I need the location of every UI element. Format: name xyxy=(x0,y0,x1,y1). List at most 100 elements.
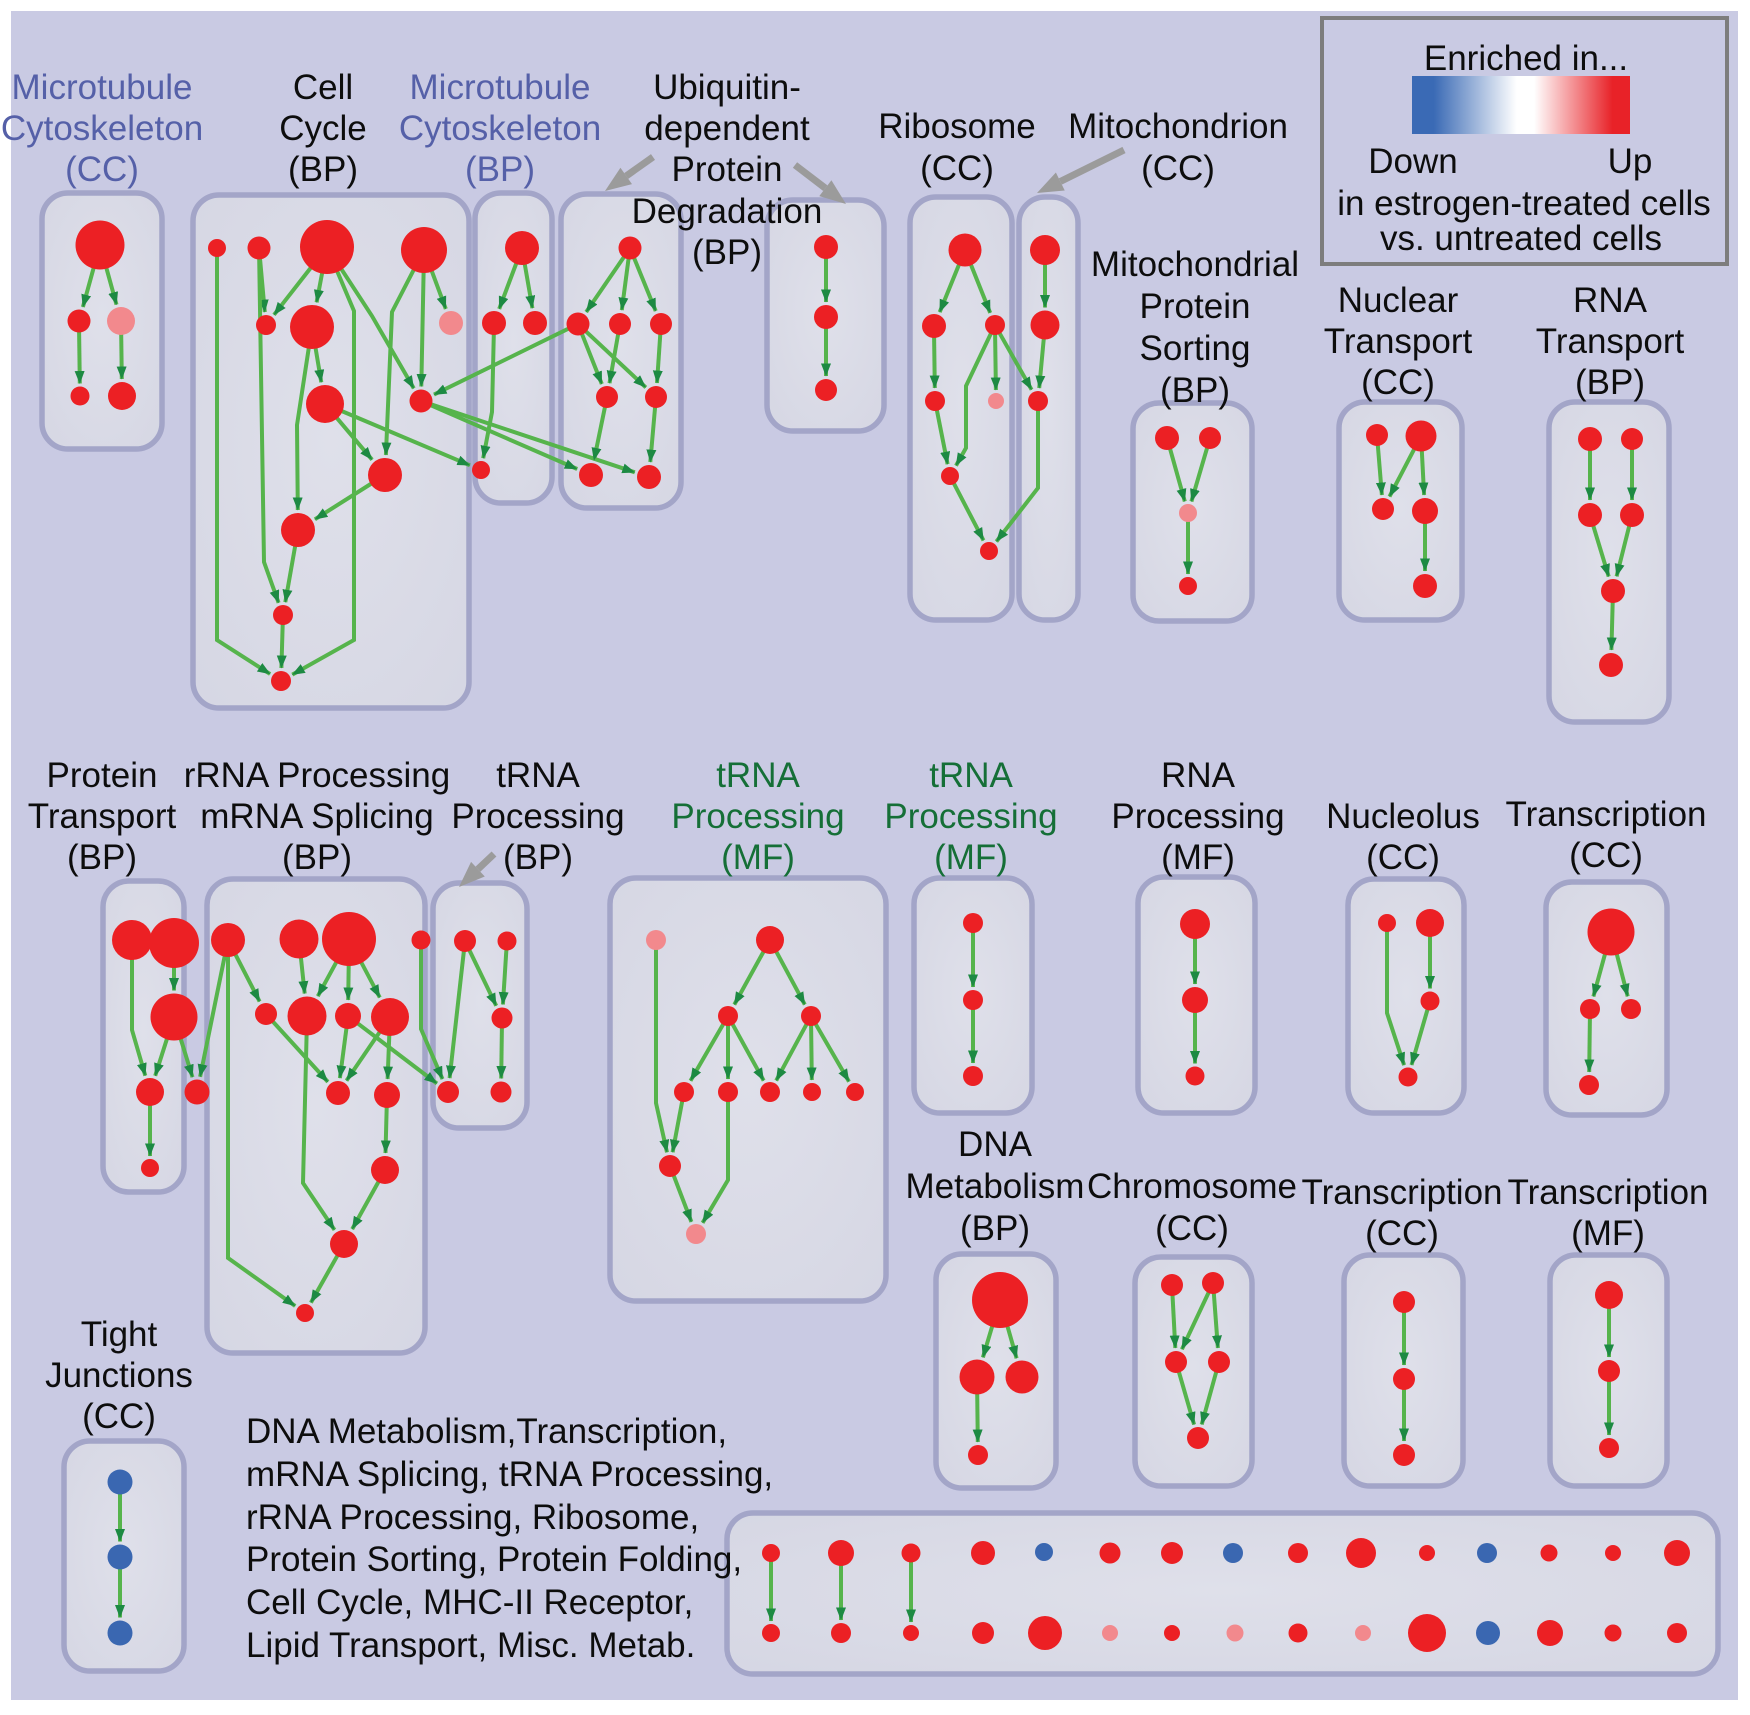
edge-m4-m8 xyxy=(806,1024,817,1081)
node-cc-k xyxy=(281,513,315,547)
edge-mc1-mc2 xyxy=(80,267,96,308)
edge-r13-r14 xyxy=(309,1254,340,1304)
edge-r8-r9 xyxy=(344,1030,382,1082)
edge-mc1-mc3 xyxy=(104,267,119,306)
node-m10 xyxy=(659,1155,681,1177)
node-r3 xyxy=(322,912,376,966)
node-tcc xyxy=(1621,999,1641,1019)
pointer-ubiquitin-right-icon xyxy=(792,162,846,204)
edge-ms2-ms3 xyxy=(1189,447,1210,503)
edge-rb3-mt3 xyxy=(997,331,1034,391)
node-bb3 xyxy=(903,1625,919,1641)
edge-cc-j-cc-k xyxy=(313,481,373,521)
node-d4 xyxy=(968,1445,988,1465)
node-bt1 xyxy=(762,1544,780,1562)
node-bt14 xyxy=(1605,1545,1621,1561)
edge-cc-b-cc-l xyxy=(257,258,281,604)
edge-r3-r7 xyxy=(343,964,354,1001)
edge-pt3-gap xyxy=(178,1037,195,1078)
edge-r5-r9 xyxy=(271,1020,330,1084)
node-cc-e xyxy=(256,315,276,335)
legend-up-label: Up xyxy=(1608,142,1653,181)
node-t5 xyxy=(490,1081,512,1103)
edge-r1-gap xyxy=(197,955,227,1078)
node-rb6 xyxy=(941,467,959,485)
node-x2 xyxy=(1393,1368,1415,1390)
pointer-arrows-layer xyxy=(459,146,1126,887)
node-cc-a xyxy=(208,239,226,257)
node-r10 xyxy=(374,1082,400,1108)
edge-cc-c-cc-f xyxy=(313,272,325,303)
node-bt9 xyxy=(1288,1543,1308,1563)
node-x3 xyxy=(1393,1444,1415,1466)
edge-r4-t4 xyxy=(419,948,445,1080)
node-r4 xyxy=(411,930,431,950)
edge-m5-m10 xyxy=(670,1100,685,1153)
node-p3 xyxy=(1185,1066,1205,1086)
node-v2 xyxy=(814,305,838,329)
node-tj3 xyxy=(107,1620,133,1646)
edge-t2-t3 xyxy=(498,949,509,1005)
pointer-ubiquitin-left-icon xyxy=(605,154,656,191)
edge-cc-c-cc-e xyxy=(272,266,313,317)
node-d2 xyxy=(959,1359,995,1395)
node-mt2 xyxy=(1030,310,1060,340)
edge-u3l-ubl xyxy=(591,406,607,461)
node-bt13 xyxy=(1540,1544,1558,1562)
node-bb8 xyxy=(1226,1624,1244,1642)
edge-cc-i-ubl xyxy=(429,403,578,471)
node-r14 xyxy=(296,1304,314,1322)
node-mc3 xyxy=(107,307,135,335)
cluster-box-transcription-cc-1 xyxy=(1543,879,1670,1118)
node-tj1 xyxy=(107,1469,133,1495)
node-ubl xyxy=(579,463,603,487)
edge-cc-d-cc-i xyxy=(416,271,427,387)
node-tj2 xyxy=(107,1544,133,1570)
edge-nu3-nu4 xyxy=(1409,1008,1430,1066)
edge-ch1-ch3 xyxy=(1169,1294,1180,1349)
edge-cc-f-cc-k xyxy=(292,347,311,511)
node-r7 xyxy=(335,1003,361,1029)
cluster-box-rna-transport xyxy=(1546,399,1672,725)
node-m3 xyxy=(718,1006,738,1026)
node-rt3 xyxy=(1578,503,1602,527)
node-u2l xyxy=(566,312,590,336)
edges-layer xyxy=(74,255,1637,1623)
cluster-label-ribosome-cc: Ribosome(CC) xyxy=(878,107,1036,188)
node-bb2 xyxy=(831,1623,851,1643)
edge-m10-m11 xyxy=(671,1174,694,1223)
node-mt3 xyxy=(1028,391,1048,411)
node-bb4 xyxy=(972,1622,994,1644)
pointer-mitochondrion-icon xyxy=(1037,146,1126,193)
edge-mt3-rb7 xyxy=(994,410,1040,543)
node-bt12 xyxy=(1477,1543,1497,1563)
edge-r1-r14 xyxy=(226,956,297,1308)
node-r8 xyxy=(371,998,409,1036)
legend-down-label: Down xyxy=(1368,142,1457,181)
cluster-label-chromosome-cc: Chromosome(CC) xyxy=(1087,1167,1297,1248)
edge-d1-d2 xyxy=(980,1325,995,1358)
node-m9 xyxy=(846,1083,864,1101)
node-t1 xyxy=(454,930,476,952)
edge-rt3-rt5 xyxy=(1591,524,1611,578)
node-bb6 xyxy=(1102,1625,1118,1641)
edge-tcb-tcd xyxy=(1584,1017,1595,1073)
edge-r12-r13 xyxy=(350,1180,381,1231)
edge-rb3-rb6 xyxy=(954,332,993,467)
edge-nt2-nt3 xyxy=(1387,447,1417,498)
edge-t1-t3 xyxy=(467,949,499,1007)
node-bt5 xyxy=(1035,1543,1053,1561)
node-tca xyxy=(1587,908,1635,956)
cluster-box-dna-metabolism xyxy=(933,1251,1059,1491)
node-t4 xyxy=(437,1081,459,1103)
node-t3 xyxy=(491,1007,513,1029)
cluster-label-mitochondrion-cc: Mitochondrion(CC) xyxy=(1068,107,1288,188)
edge-u2l-cc-i xyxy=(433,326,570,397)
node-t2 xyxy=(497,931,517,951)
edge-ch3-ch5 xyxy=(1176,1371,1197,1426)
edge-mb1-mb2 xyxy=(497,262,519,310)
